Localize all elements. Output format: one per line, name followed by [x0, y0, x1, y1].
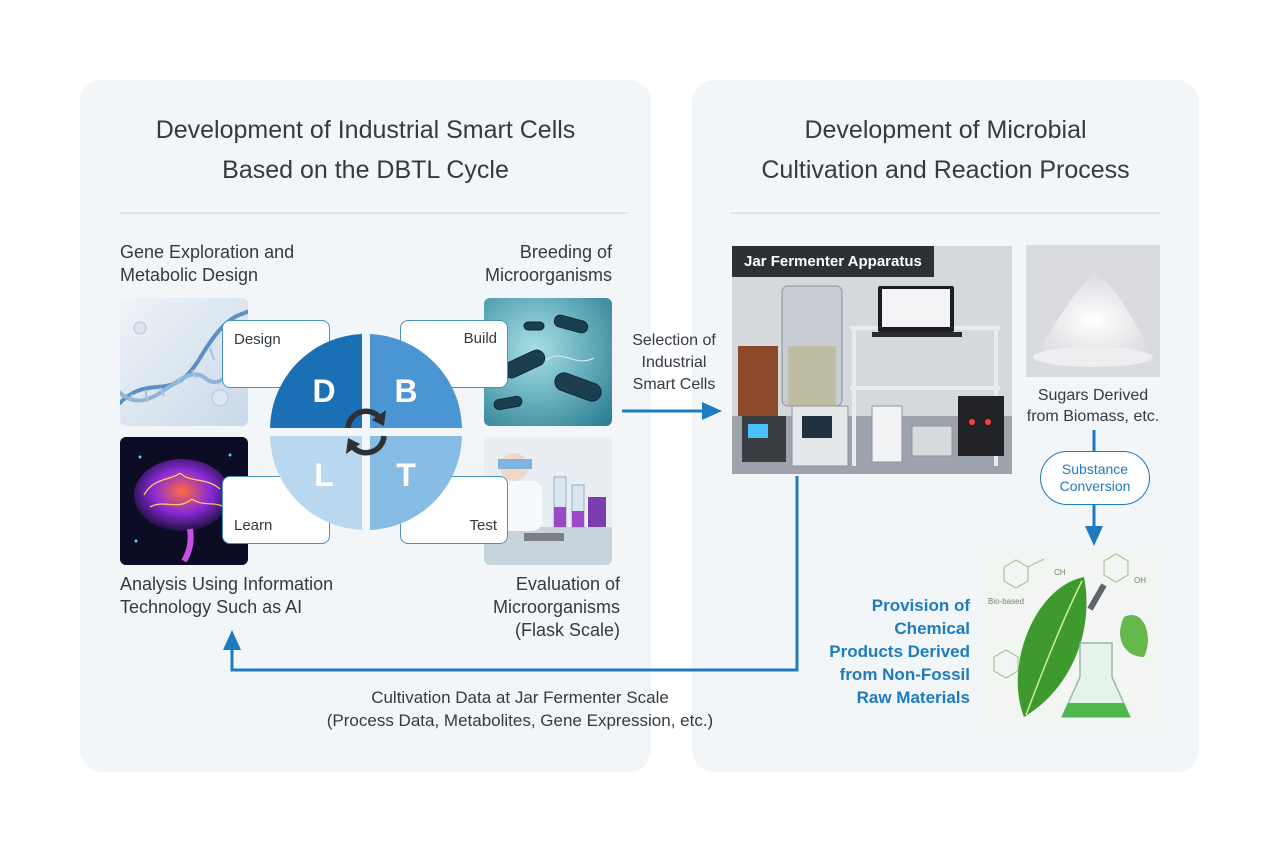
t-letter: T — [396, 457, 416, 493]
dbtl-divider — [120, 212, 628, 214]
substance-conversion-badge: Substance Conversion — [1040, 451, 1150, 505]
feedback-line1: Cultivation Data at Jar Fermenter Scale — [371, 688, 669, 707]
feedback-label: Cultivation Data at Jar Fermenter Scale … — [300, 686, 740, 732]
bio-based-image-text: Bio-based — [988, 597, 1024, 606]
process-title-line2: Cultivation and Reaction Process — [761, 156, 1130, 184]
process-panel-title: Development of Microbial Cultivation and… — [692, 110, 1199, 190]
d-quadrant — [270, 334, 362, 428]
d-letter: D — [312, 373, 335, 409]
sugars-label: Sugars Derived from Biomass, etc. — [1026, 387, 1160, 425]
l-letter: L — [314, 457, 334, 493]
refresh-arrowhead-top — [372, 410, 386, 426]
provision-label: Provision of Chemical Products Derived f… — [829, 596, 970, 707]
fermenter-illustration — [732, 246, 1012, 474]
dbtl-cycle-diagram: D B L T — [270, 334, 462, 530]
b-letter: B — [394, 373, 417, 409]
cycle-refresh-icon — [345, 408, 387, 456]
test-stage-label: Evaluation of Microorganisms (Flask Scal… — [492, 574, 620, 640]
ch-image-text: CH — [1054, 568, 1066, 577]
design-stage-label: Gene Exploration and Metabolic Design — [120, 242, 295, 285]
process-title-line1: Development of Microbial — [804, 116, 1087, 144]
design-callout-text: Design — [234, 331, 281, 348]
oh-image-text: OH — [1134, 576, 1146, 585]
sugar-pile-illustration — [1026, 245, 1160, 377]
bio-chemical-image: Bio-based CH OH — [984, 547, 1160, 731]
refresh-arrowhead-bottom — [346, 438, 360, 454]
build-callout-text: Build — [463, 330, 497, 347]
build-stage-label: Breeding of Microorganisms — [484, 242, 612, 285]
feedback-line2: (Process Data, Metabolites, Gene Express… — [326, 711, 714, 730]
jar-fermenter-image — [732, 246, 1012, 474]
substance-conversion-text: Substance Conversion — [1059, 461, 1131, 494]
sugar-image — [1026, 245, 1160, 377]
test-callout-text: Test — [469, 517, 497, 534]
learn-stage-label: Analysis Using Information Technology Su… — [120, 574, 334, 617]
selection-label: Selection of Industrial Smart Cells — [632, 332, 716, 393]
process-divider — [731, 212, 1160, 214]
dbtl-title-line2: Based on the DBTL Cycle — [222, 156, 509, 184]
b-quadrant — [370, 334, 462, 428]
t-quadrant — [370, 436, 462, 530]
jar-fermenter-label: Jar Fermenter Apparatus — [732, 246, 934, 277]
green-chemistry-illustration: Bio-based CH OH — [984, 547, 1160, 731]
dbtl-panel-title: Development of Industrial Smart Cells Ba… — [80, 110, 651, 190]
dbtl-title-line1: Development of Industrial Smart Cells — [155, 116, 576, 144]
